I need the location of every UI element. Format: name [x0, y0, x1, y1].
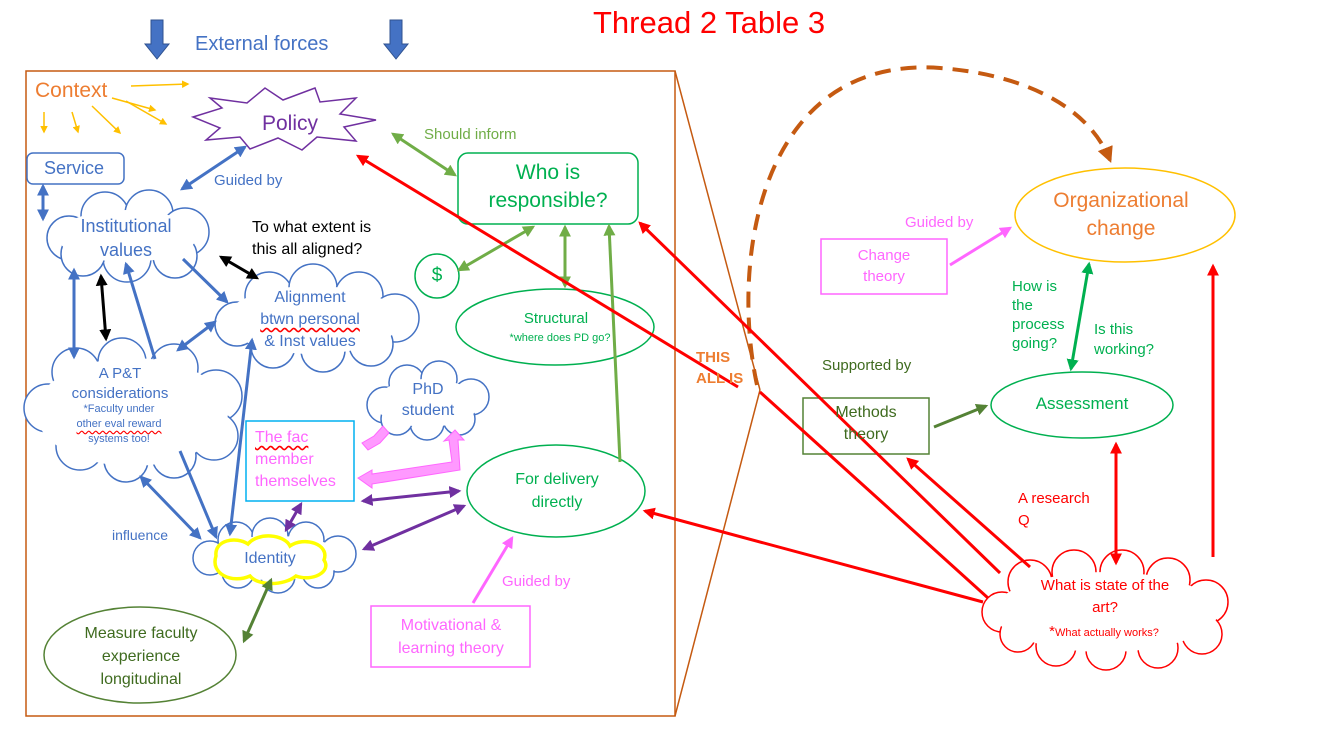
motivational-box: [370, 605, 531, 668]
measure-ellipse: [43, 606, 237, 704]
context-label: Context: [35, 79, 108, 102]
who-responsible-box: [457, 152, 639, 225]
dollar-label: $: [431, 265, 443, 286]
page-title: Thread 2 Table 3: [593, 5, 826, 40]
policy-star: [190, 87, 377, 151]
org-change-ellipse: [1014, 167, 1236, 263]
guided-by-policy-label: Guided by: [214, 172, 283, 189]
blue-arrows: [37, 145, 257, 540]
context-arrows: [40, 80, 190, 135]
fac-to-phd-arrow: [357, 429, 466, 489]
green-arrows: [390, 132, 571, 289]
guided-by-change-label: Guided by: [905, 214, 974, 231]
dollar-circle: [414, 253, 460, 299]
assessment-ellipse: [990, 371, 1174, 439]
identity-highlight: [213, 534, 328, 586]
motivational-label: Motivational &learning theory: [398, 617, 504, 657]
service-label: Service: [43, 158, 105, 178]
policy-label: Policy: [261, 112, 319, 135]
structural-ellipse: [455, 288, 655, 366]
measure-identity-arrow: [242, 577, 273, 644]
blue-single-arrows: [123, 257, 229, 540]
phd-to-fac-arrow: [361, 425, 390, 451]
external-force-arrow-left: [143, 19, 171, 60]
service-box: [26, 152, 125, 185]
red-segment-wedge: [758, 390, 990, 600]
structural-label: Structural: [523, 310, 589, 327]
supported-by-label: Supported by: [822, 357, 912, 374]
external-forces-label: External forces: [195, 33, 329, 55]
state-of-art-note-label: *What actually works?: [1049, 623, 1159, 640]
zoom-line-top: [674, 70, 761, 391]
methods-assessment-arrow: [933, 404, 989, 429]
zoom-line-bottom: [674, 389, 761, 717]
external-force-arrow-right: [382, 19, 410, 60]
guided-by-motivational-label: Guided by: [502, 573, 571, 590]
black-arrows: [95, 255, 260, 342]
structural-note-label: *where does PD go?: [509, 332, 611, 344]
change-theory-box: [820, 238, 948, 295]
red-arrows: [355, 154, 1219, 604]
change-orgchange-arrow: [949, 226, 1013, 267]
delivery-ellipse: [466, 444, 646, 538]
dashed-arc-arrow: [746, 65, 1113, 386]
context-frame: [25, 70, 676, 717]
purple-arrows: [284, 486, 467, 551]
motivational-delivery-arrow: [471, 535, 514, 604]
should-inform-label: Should inform: [424, 126, 517, 143]
assessment-label: Assessment: [1035, 394, 1129, 413]
fac-member-box: [245, 420, 355, 502]
identity-label: Identity: [244, 550, 296, 567]
assessment-orgchange-arrow: [1066, 261, 1094, 372]
influence-label: influence: [112, 527, 169, 543]
delivery-to-who-arrow: [603, 223, 622, 463]
